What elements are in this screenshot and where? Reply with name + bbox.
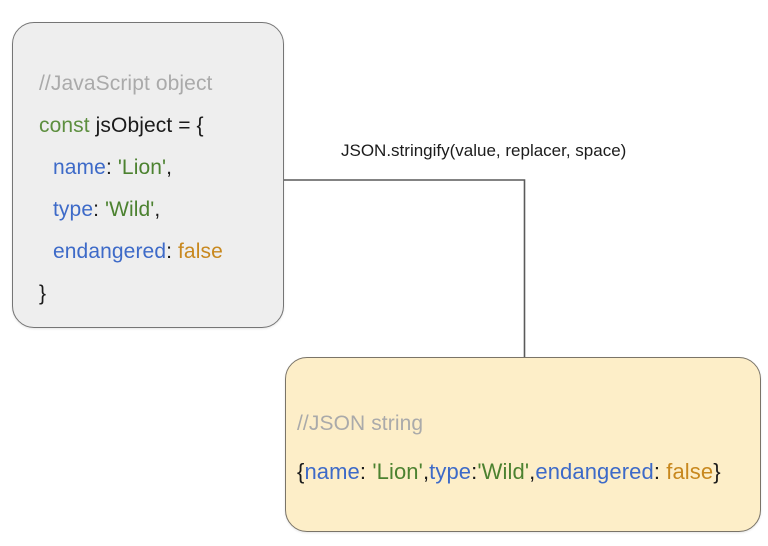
json-value-endangered: false (666, 459, 714, 484)
json-value-type: 'Wild' (477, 459, 530, 484)
js-closing-brace: } (39, 282, 47, 305)
json-code-block: //JSON string {name: 'Lion',type:'Wild',… (297, 400, 721, 496)
javascript-code-block: //JavaScript object const jsObject = { n… (39, 63, 273, 315)
js-prop-comma-type: , (154, 198, 161, 221)
json-string-box: //JSON string {name: 'Lion',type:'Wild',… (285, 357, 761, 532)
json-comma-type: , (529, 459, 536, 484)
js-comment-text: //JavaScript object (39, 72, 213, 95)
js-prop-key-type: type (53, 198, 94, 221)
js-property-endangered: endangered: false (39, 231, 273, 273)
javascript-object-box: //JavaScript object const jsObject = { n… (12, 22, 284, 328)
json-key-endangered: endangered (535, 459, 654, 484)
js-prop-comma-name: , (166, 156, 173, 179)
js-declaration-line: const jsObject = { (39, 105, 273, 147)
js-prop-colon-endangered: : (166, 240, 178, 263)
json-key-type: type (429, 459, 472, 484)
json-colon-type: : (471, 459, 478, 484)
json-colon-endangered: : (653, 459, 667, 484)
json-key-name: name (304, 459, 360, 484)
json-comma-name: , (422, 459, 430, 484)
js-property-name: name: 'Lion', (39, 147, 273, 189)
json-comment-line: //JSON string (297, 400, 721, 448)
js-prop-key-name: name (53, 156, 106, 179)
js-prop-value-type: 'Wild' (104, 198, 155, 221)
json-value-name: 'Lion' (372, 459, 423, 484)
js-declaration-rest: jsObject = { (89, 114, 204, 137)
json-close-brace: } (713, 459, 721, 484)
js-prop-colon-type: : (93, 198, 105, 221)
js-closing-brace-line: } (39, 273, 273, 315)
const-keyword: const (39, 114, 90, 137)
js-prop-colon-name: : (105, 156, 118, 179)
json-comment-text: //JSON string (297, 412, 424, 435)
js-prop-key-endangered: endangered (53, 240, 167, 263)
edge-label-stringify: JSON.stringify(value, replacer, space) (338, 140, 630, 162)
js-property-type: type: 'Wild', (39, 189, 273, 231)
json-open-brace: { (297, 459, 305, 484)
js-prop-value-endangered: false (177, 240, 223, 263)
js-comment-line: //JavaScript object (39, 63, 273, 105)
js-prop-value-name: 'Lion' (117, 156, 167, 179)
json-string-line: {name: 'Lion',type:'Wild',endangered: fa… (297, 448, 721, 496)
json-colon-name: : (359, 459, 373, 484)
